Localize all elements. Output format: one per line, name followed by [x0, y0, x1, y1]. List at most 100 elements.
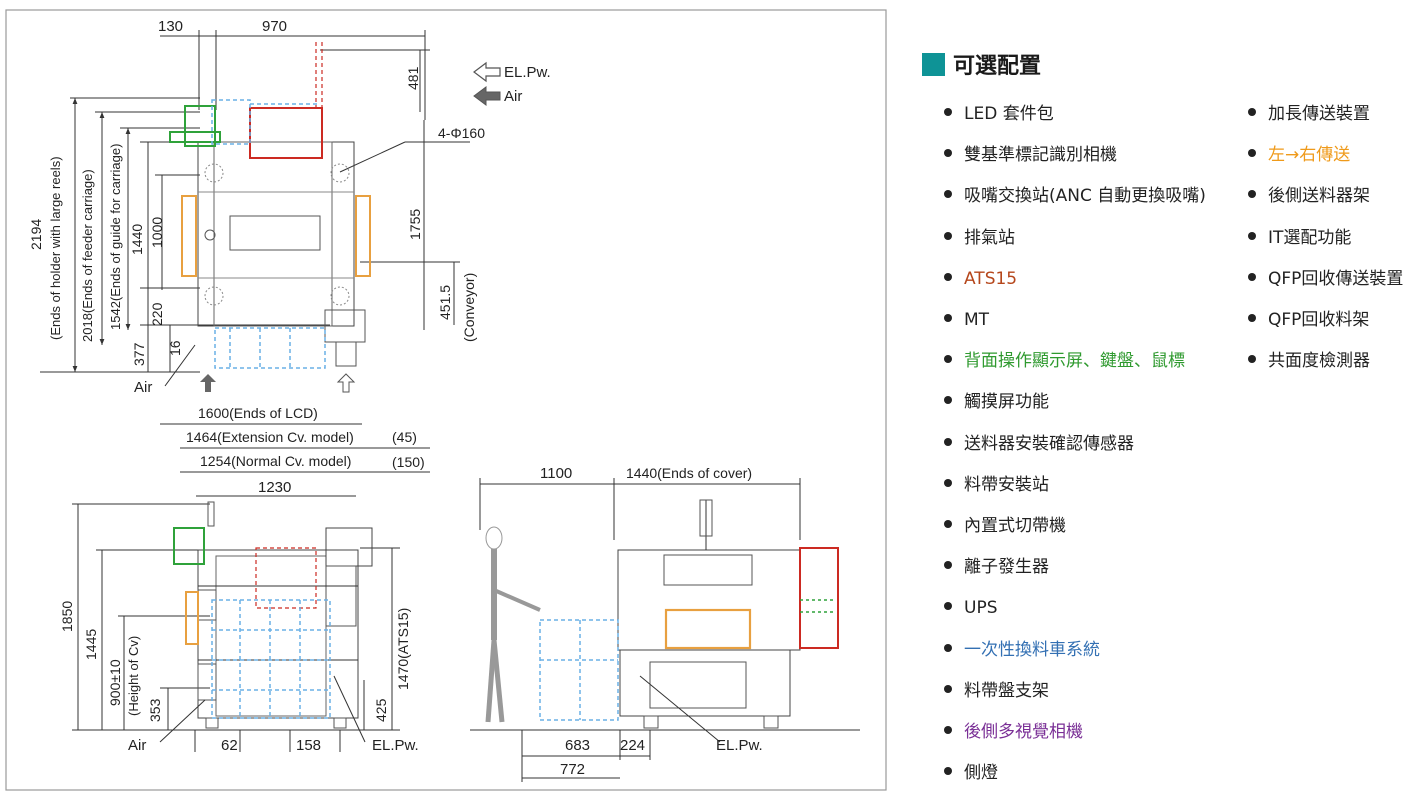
note-2194: (Ends of holder with large reels): [48, 156, 63, 340]
option-item: 後側多視覺相機: [944, 720, 1083, 744]
dim-353: 353: [147, 698, 163, 722]
dim-683: 683: [565, 737, 590, 754]
options-panel: 可選配置 LED 套件包雙基準標記識別相機吸嘴交換站(ANC 自動更換吸嘴) 排氣…: [922, 40, 1422, 790]
bullet-icon: [944, 396, 952, 405]
bullet-icon: [1248, 314, 1256, 322]
bullet-icon: [944, 643, 952, 652]
note-cv: (Height of Cv): [126, 636, 141, 716]
side-orange-cover: [664, 608, 752, 650]
dim-1445: 1445: [83, 629, 99, 660]
bullet-icon: [944, 437, 952, 446]
option-label: 送料器安裝確認傳感器: [964, 433, 1134, 454]
option-item: 料帶安裝站: [944, 473, 1049, 497]
dim-772: 772: [560, 761, 585, 778]
dim-1440-cover: 1440(Ends of cover): [626, 465, 752, 481]
option-label: 共面度檢測器: [1268, 351, 1370, 372]
front-elpw-label: EL.Pw.: [372, 737, 419, 754]
front-air-label: Air: [128, 737, 146, 754]
option-item: ATS15: [944, 267, 1017, 291]
side-red-unit: [799, 547, 839, 649]
drawing-frame: [5, 9, 887, 791]
option-label: QFP回收料架: [1268, 310, 1370, 330]
dim-1464: 1464(Extension Cv. model): [186, 429, 354, 445]
option-item: 內置式切帶機: [944, 514, 1066, 538]
option-label: 側燈: [964, 763, 998, 784]
dim-224: 224: [620, 737, 645, 754]
option-item: 共面度檢測器: [1248, 349, 1370, 373]
front-green-unit: [173, 527, 205, 565]
top-view: [40, 30, 470, 373]
option-item: LED 套件包: [944, 102, 1054, 126]
dim-970: 970: [262, 18, 287, 35]
option-item: 左→右傳送: [1248, 143, 1350, 167]
top-air-label: Air: [134, 379, 152, 396]
machine-dimension-drawing: 130 970 481 EL.Pw. Air 4-Φ160 2194 (Ends…: [5, 9, 887, 791]
option-item: UPS: [944, 596, 998, 620]
option-label: 一次性換料車系統: [964, 639, 1100, 660]
side-elpw-label: EL.Pw.: [716, 737, 763, 754]
dim-130: 130: [158, 18, 183, 35]
option-label: 料帶盤支架: [964, 680, 1049, 701]
option-item: MT: [944, 308, 989, 332]
option-item: 送料器安裝確認傳感器: [944, 432, 1134, 456]
option-item: 加長傳送裝置: [1248, 102, 1370, 126]
legend-air: Air: [504, 88, 522, 105]
bullet-icon: [1248, 231, 1256, 240]
bullet-icon: [944, 108, 952, 116]
option-item: 雙基準標記識別相機: [944, 143, 1117, 167]
elpw-inlet-arrow-icon: [336, 373, 356, 393]
elpw-arrow-icon: [473, 61, 501, 83]
option-label: ATS15: [964, 268, 1018, 289]
option-item: 料帶盤支架: [944, 679, 1049, 703]
front-orange-covers: [185, 591, 199, 645]
side-view: [470, 478, 860, 782]
bullet-icon: [944, 561, 952, 570]
air-arrow-icon: [473, 86, 501, 106]
option-item: 觸摸屏功能: [944, 390, 1049, 414]
option-label: 料帶安裝站: [964, 474, 1049, 495]
side-blue-dash: [539, 619, 619, 721]
option-item: 吸嘴交換站(ANC 自動更換吸嘴): [944, 184, 1206, 208]
bullet-icon: [944, 272, 952, 281]
bullet-icon: [944, 767, 952, 776]
option-label: MT: [964, 310, 990, 330]
top-view-red-unit: [249, 107, 323, 159]
bullet-icon: [944, 314, 952, 322]
option-item: 排氣站: [944, 226, 1015, 250]
option-label: 觸摸屏功能: [964, 392, 1049, 413]
dim-16: 16: [167, 340, 183, 356]
option-label: 離子發生器: [964, 557, 1049, 578]
side-green-unit: [800, 599, 836, 613]
note-conveyor: (Conveyor): [461, 273, 477, 342]
top-view-green-unit: [184, 105, 216, 147]
dim-1470: 1470(ATS15): [395, 608, 411, 690]
top-view-orange-covers: [181, 195, 197, 277]
dim-1100: 1100: [540, 465, 572, 482]
dim-900: 900±10: [107, 659, 123, 706]
front-blue-dash: [211, 599, 331, 719]
bullet-icon: [1248, 272, 1256, 281]
bullet-icon: [1248, 190, 1256, 199]
dim-1542: 1542(Ends of guide for carriage): [108, 144, 123, 330]
dim-481: 481: [405, 66, 421, 90]
option-label: 後側多視覺相機: [964, 722, 1083, 742]
dim-1755: 1755: [407, 209, 423, 240]
option-item: QFP回收傳送裝置: [1248, 267, 1403, 291]
options-title-text: 可選配置: [953, 54, 1042, 79]
hole-label: 4-Φ160: [438, 125, 485, 141]
dim-1440: 1440: [129, 224, 145, 255]
dim-2194: 2194: [28, 219, 44, 250]
option-label: UPS: [964, 598, 998, 619]
air-inlet-arrow-icon: [200, 374, 216, 392]
option-item: 離子發生器: [944, 555, 1049, 579]
option-label: LED 套件包: [964, 104, 1054, 124]
dim-2018: 2018(Ends of feeder carriage): [80, 169, 95, 342]
teal-square-icon: [922, 52, 945, 76]
bullet-icon: [944, 190, 952, 199]
option-item: QFP回收料架: [1248, 308, 1369, 332]
dim-150: (150): [392, 454, 425, 470]
option-item: IT選配功能: [1248, 226, 1351, 250]
option-label: 排氣站: [964, 227, 1015, 248]
bullet-icon: [944, 602, 952, 611]
bullet-icon: [1248, 149, 1256, 158]
